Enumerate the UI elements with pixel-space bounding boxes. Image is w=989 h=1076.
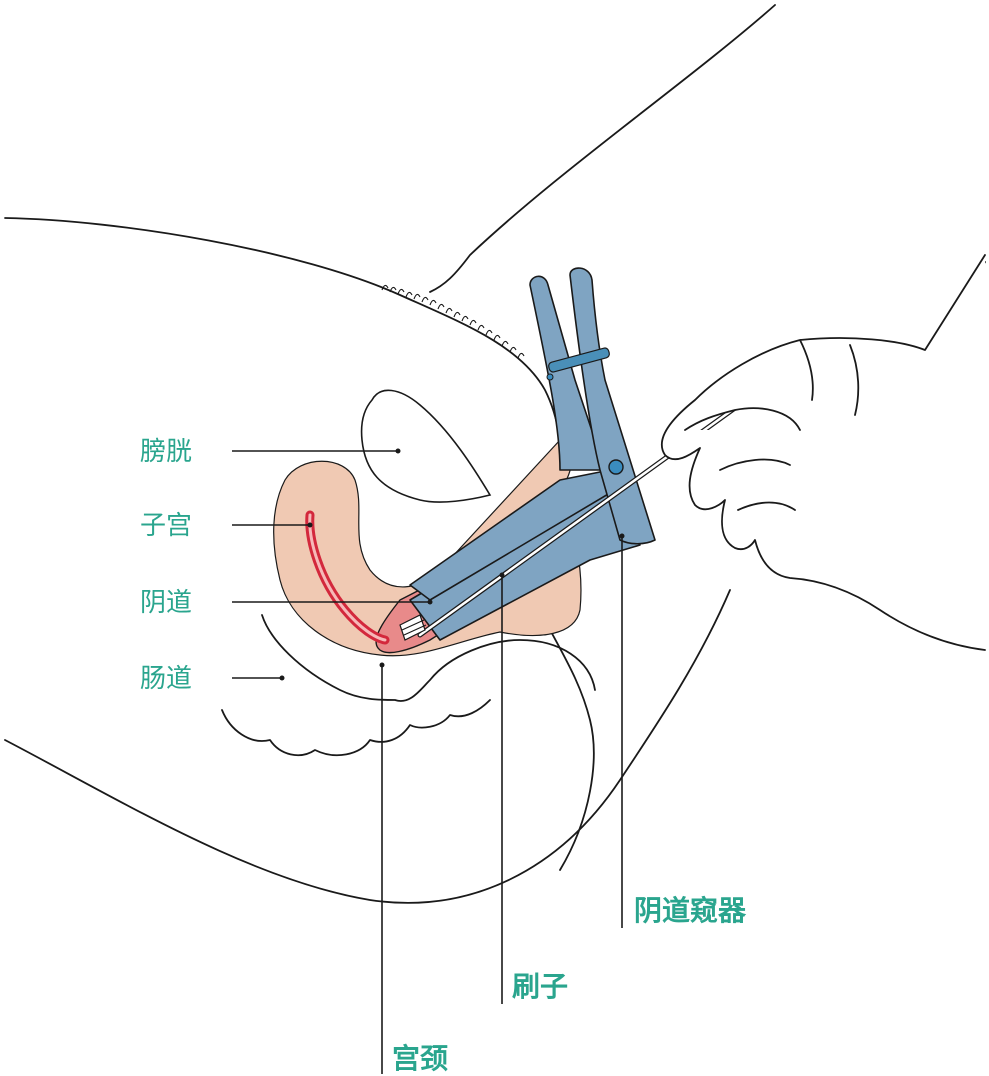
leader-bowel-dot — [280, 676, 285, 681]
thigh-outline — [430, 5, 775, 292]
label-uterus: 子宫 — [140, 511, 192, 541]
torso-outline-upper — [5, 218, 561, 480]
leader-brush-dot — [500, 573, 505, 578]
label-speculum: 阴道窥器 — [634, 894, 747, 927]
label-vagina: 阴道 — [140, 588, 192, 618]
label-bladder: 膀胱 — [140, 437, 192, 467]
hand — [662, 255, 985, 650]
label-brush: 刷子 — [512, 970, 568, 1003]
leader-bladder-dot — [396, 449, 401, 454]
leader-vagina-dot — [428, 600, 433, 605]
label-bowel: 肠道 — [140, 664, 192, 694]
leader-speculum-dot — [620, 534, 625, 539]
leader-uterus-dot — [308, 523, 313, 528]
perineum-outline — [545, 620, 594, 870]
leader-cervix-dot — [380, 663, 385, 668]
bladder-shape — [362, 390, 490, 502]
label-cervix: 宫颈 — [392, 1042, 448, 1075]
speculum-screw-end — [547, 374, 553, 380]
speculum-hinge — [609, 460, 623, 474]
